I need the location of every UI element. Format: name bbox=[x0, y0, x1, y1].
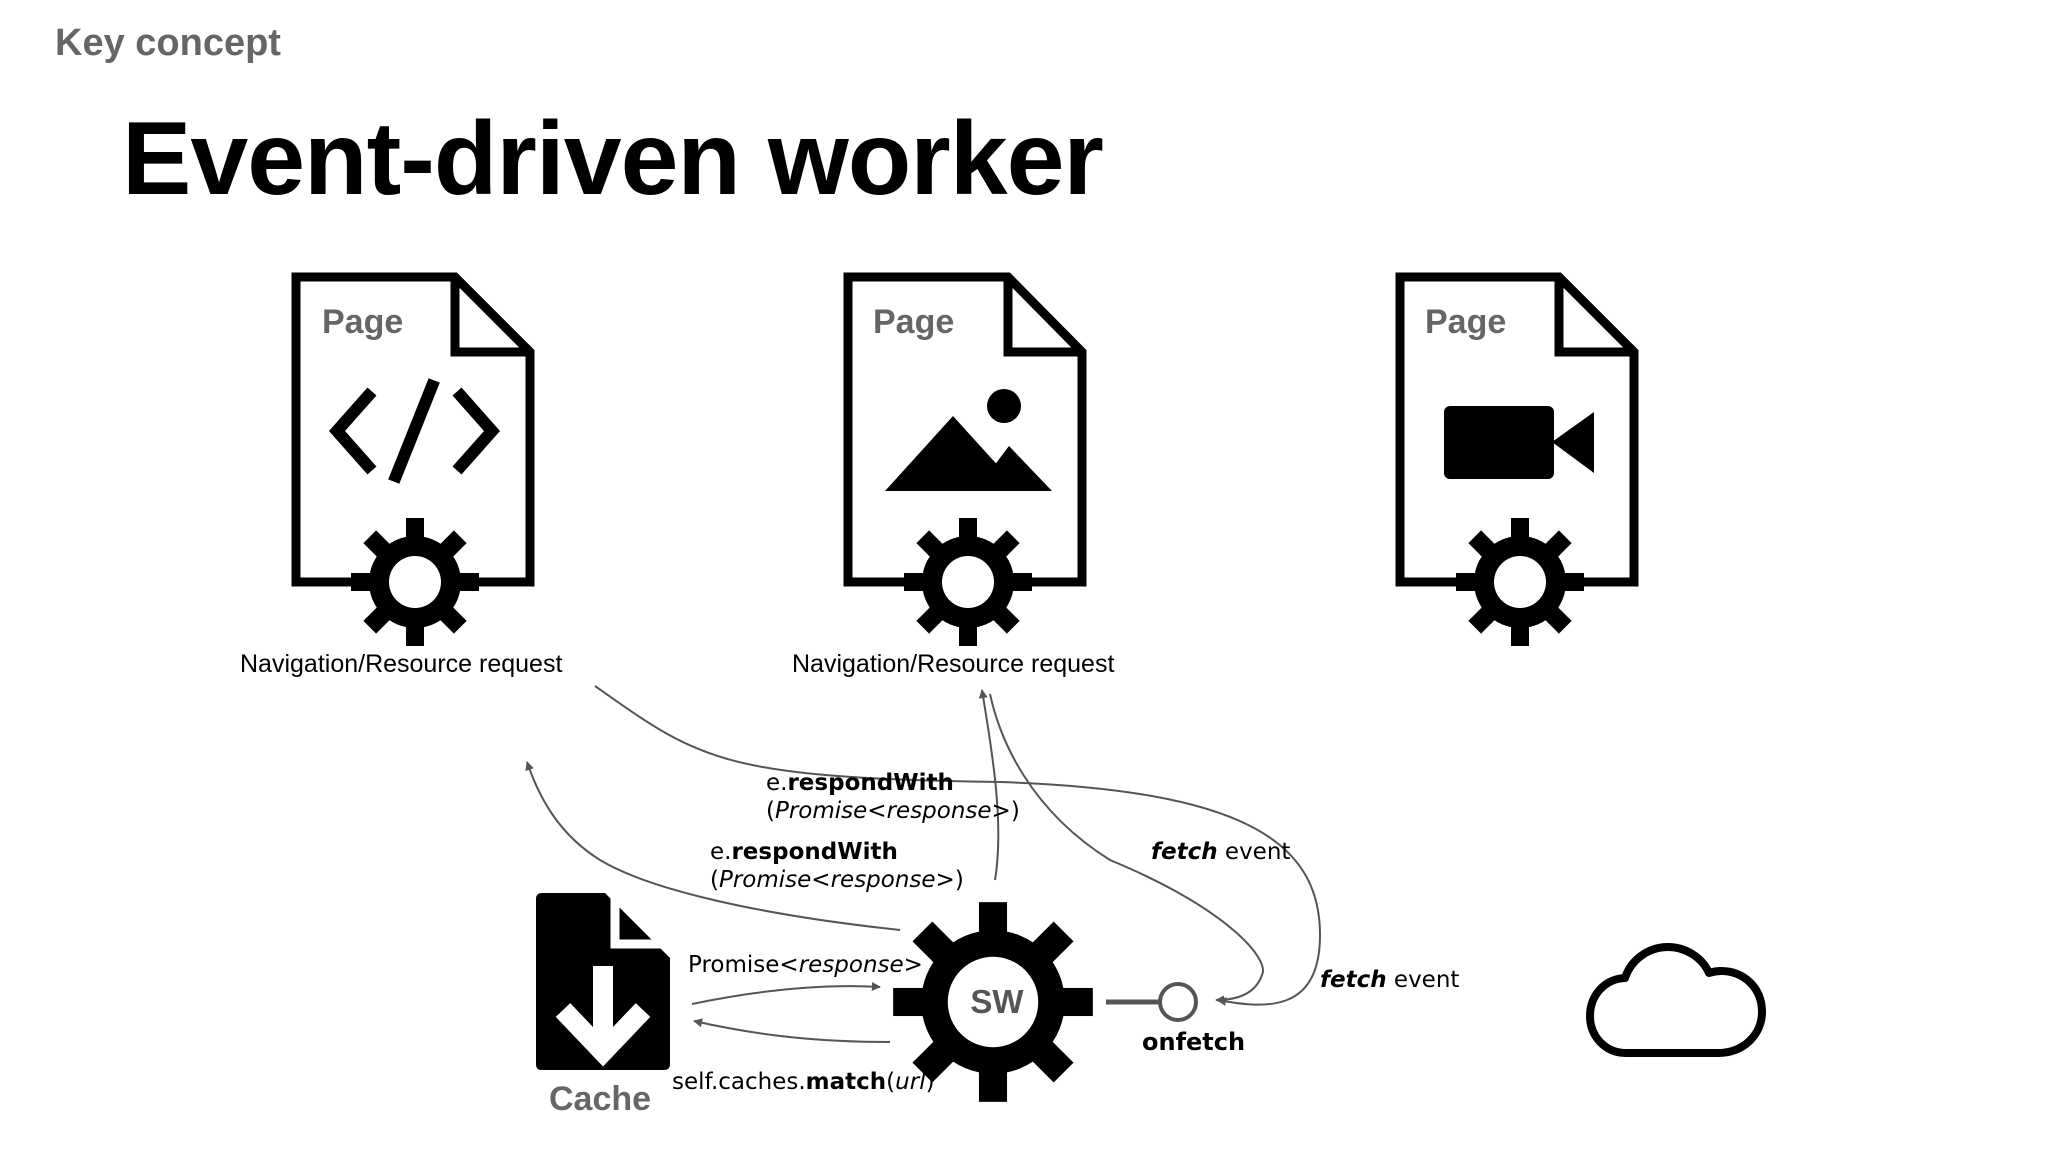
handler-socket-icon bbox=[1158, 982, 1198, 1022]
cache: Cache bbox=[536, 893, 670, 1118]
cache-promise-arrow bbox=[691, 982, 881, 1005]
flow-arrows bbox=[525, 685, 1322, 1043]
respondwith-arg: (Promise<response>) bbox=[710, 867, 964, 893]
onfetch-label: onfetch bbox=[1142, 1028, 1245, 1056]
respondwith-arg: (Promise<response>) bbox=[766, 798, 1020, 824]
page-label: Page bbox=[1425, 303, 1506, 341]
slide-title: Event-driven worker bbox=[122, 101, 1104, 217]
page-label: Page bbox=[873, 303, 954, 341]
image-icon bbox=[885, 389, 1052, 491]
fetch-event-label: fetch event bbox=[1151, 839, 1290, 865]
download-arrow-icon bbox=[555, 966, 651, 1067]
gear-icon bbox=[351, 518, 479, 646]
request-label: Navigation/Resource request bbox=[792, 650, 1114, 678]
respond-arrow-2 bbox=[978, 689, 1000, 881]
fetch-event-label: fetch event bbox=[1320, 967, 1459, 993]
respondwith-label: e.respondWith bbox=[710, 839, 898, 865]
slide-kicker: Key concept bbox=[55, 22, 281, 64]
code-icon bbox=[328, 378, 501, 484]
page-code: Page bbox=[291, 272, 535, 646]
cache-file-fold bbox=[610, 893, 670, 949]
video-camera-icon bbox=[1444, 406, 1594, 479]
cloud-icon bbox=[1586, 943, 1766, 1057]
service-worker: SW bbox=[893, 902, 1093, 1102]
respondwith-label: e.respondWith bbox=[766, 770, 954, 796]
page-image: Page bbox=[843, 272, 1087, 646]
gear-icon bbox=[1456, 518, 1584, 646]
cache-match-arrow bbox=[693, 1018, 891, 1043]
respond-arrow-1 bbox=[525, 761, 901, 931]
fetch-event-arrow-1 bbox=[594, 685, 1322, 1006]
sw-gear-icon bbox=[893, 902, 1093, 1102]
page-fold bbox=[1554, 277, 1634, 357]
cache-label: Cache bbox=[549, 1080, 651, 1118]
page-label: Page bbox=[322, 303, 403, 341]
page-fold bbox=[1003, 277, 1082, 357]
page-video: Page bbox=[1395, 272, 1639, 646]
gear-icon bbox=[904, 518, 1032, 646]
cache-promise-label: Promise<response> bbox=[688, 952, 923, 978]
sw-label: SW bbox=[970, 983, 1024, 1020]
cache-match-label: self.caches.match(url) bbox=[672, 1069, 935, 1095]
onfetch-handler: onfetch bbox=[1106, 982, 1245, 1056]
fetch-event-arrow-2 bbox=[989, 693, 1264, 1005]
request-label: Navigation/Resource request bbox=[240, 650, 562, 678]
page-fold bbox=[450, 277, 530, 357]
